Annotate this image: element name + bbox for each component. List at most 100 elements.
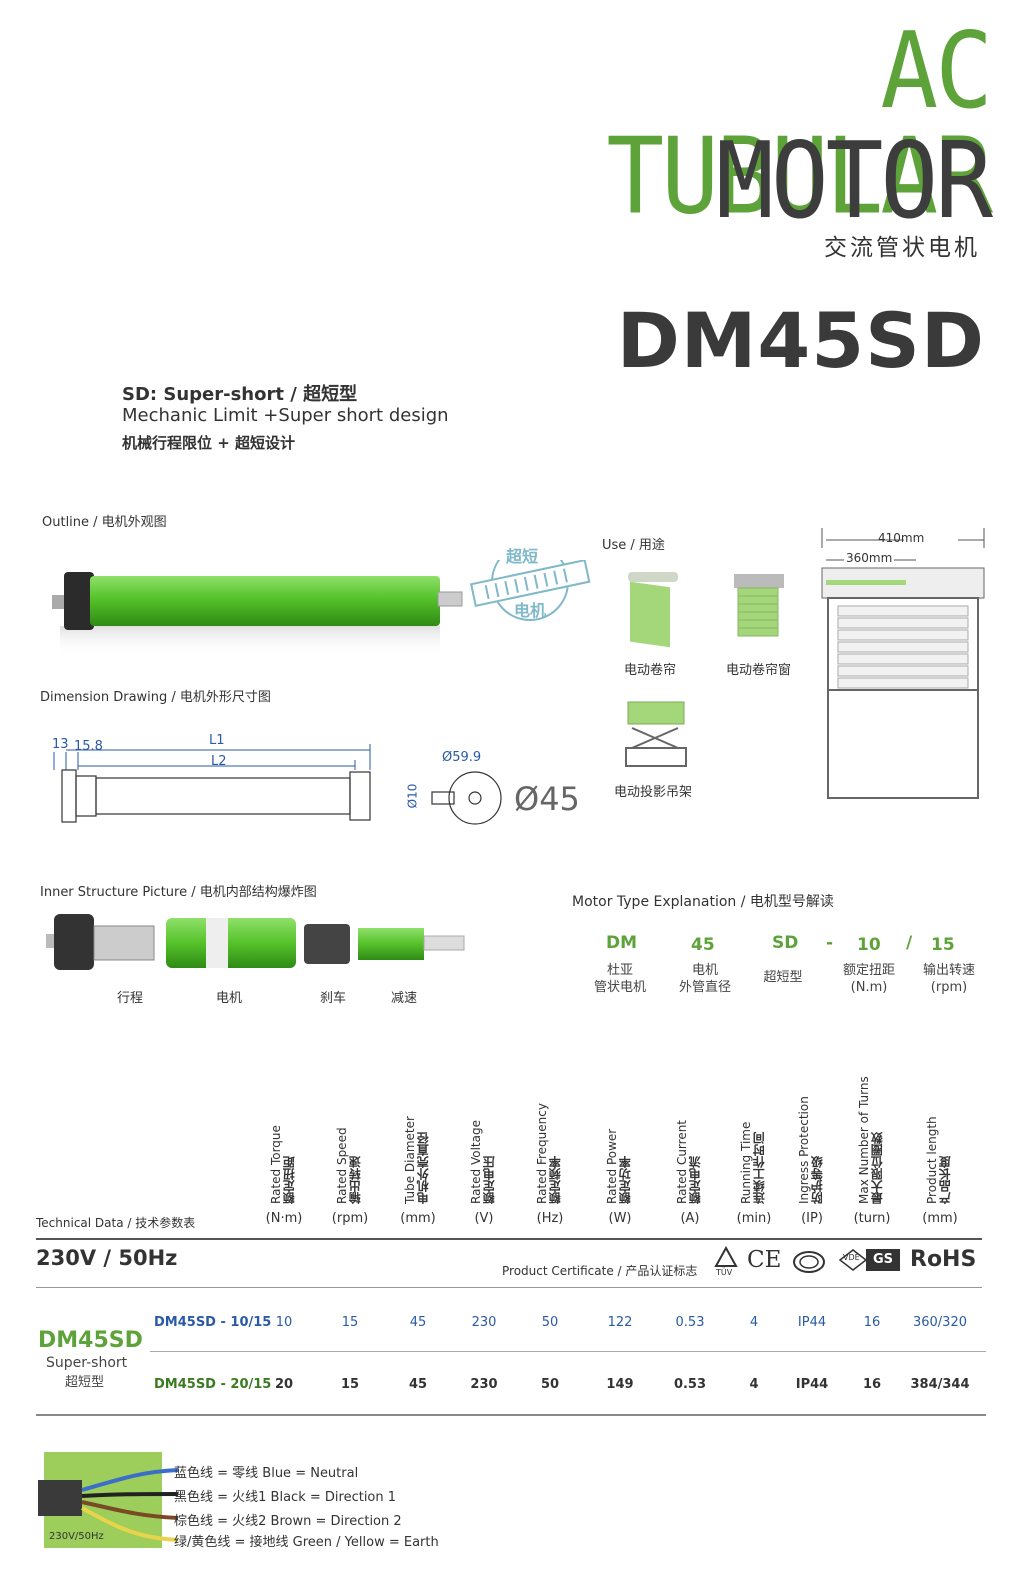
type-code-dash: - (826, 933, 834, 953)
table-top-rule (36, 1238, 982, 1240)
table-cell: 10 (275, 1315, 293, 1330)
table-row-model: DM45SD - 20/15 (154, 1377, 272, 1392)
table-mid-rule (36, 1287, 982, 1288)
table-cell: IP44 (795, 1377, 829, 1392)
type-explain-label: Motor Type Explanation / 电机型号解读 (572, 894, 834, 910)
type-desc-torque: 额定扭距(N.m) (842, 963, 895, 995)
type-code-10: 10 (857, 935, 881, 955)
table-cell: 15 (340, 1377, 360, 1392)
inner-part-gearbox: 减速 (391, 991, 418, 1006)
dim-45: Ø45 (514, 780, 580, 818)
model-title: DM45SD (616, 296, 985, 385)
table-cell: 0.53 (675, 1315, 705, 1330)
dim-15-8: 15.8 (74, 739, 103, 754)
type-code-15: 15 (931, 935, 955, 955)
wire-brown: 棕色线 = 火线2 Brown = Direction 2 (174, 1514, 402, 1529)
title-line-2: MOTOR (716, 119, 993, 243)
table-cell: 384/344 (910, 1377, 970, 1392)
table-cell: 122 (607, 1315, 633, 1330)
table-cell: 230 (470, 1377, 498, 1392)
table-cell: 16 (862, 1377, 882, 1392)
use-item-roller-blind: 电动卷帘 (624, 663, 677, 678)
inner-structure-image (46, 914, 465, 970)
wiring-voltage: 230V/50Hz (49, 1531, 104, 1542)
super-short-badge (470, 560, 591, 621)
dimension-label: Dimension Drawing / 电机外形尺寸图 (40, 690, 271, 705)
wire-green-yellow: 绿/黄色线 = 接地线 Green / Yellow = Earth (174, 1535, 439, 1550)
type-code-45: 45 (691, 935, 715, 955)
use-item-projector-lift: 电动投影吊架 (614, 785, 693, 800)
intro-line-1: SD: Super-short / 超短型 (122, 384, 358, 405)
table-cell: 0.53 (673, 1377, 707, 1392)
dim-410mm: 410mm (878, 531, 925, 545)
voltage-label: 230V / 50Hz (36, 1246, 178, 1270)
projector-lift-image (625, 701, 687, 767)
dim-10: Ø10 (405, 783, 420, 809)
group-sub-en: Super-short (46, 1355, 128, 1371)
use-item-roller-shutter: 电动卷帘窗 (726, 663, 792, 678)
vde-logo-text: VDE (843, 1253, 860, 1262)
title-chinese: 交流管状电机 (824, 235, 980, 261)
wire-black: 黑色线 = 火线1 Black = Direction 1 (174, 1490, 397, 1505)
tech-unit-1: (rpm) (331, 1211, 369, 1226)
table-cell: IP44 (797, 1315, 827, 1330)
group-model: DM45SD (38, 1328, 143, 1353)
dim-l1: L1 (209, 733, 225, 748)
tech-unit-8: (IP) (801, 1211, 823, 1226)
use-label: Use / 用途 (602, 538, 665, 553)
tuv-logo (714, 1246, 738, 1267)
dim-59-9: Ø59.9 (442, 750, 482, 765)
table-row-model: DM45SD - 10/15 (154, 1315, 272, 1330)
roller-blind-image (628, 572, 678, 648)
table-cell: 16 (863, 1315, 881, 1330)
inner-part-brake: 刹车 (320, 991, 347, 1006)
table-cell: 360/320 (912, 1315, 967, 1330)
table-cell: 45 (409, 1315, 427, 1330)
dim-13: 13 (52, 737, 69, 752)
table-cell: 50 (540, 1377, 560, 1392)
type-code-sd: SD (772, 933, 799, 953)
type-code-slash: / (906, 933, 913, 953)
dimension-drawing (53, 744, 502, 825)
tech-unit-3: (V) (474, 1211, 494, 1226)
group-sub-cn: 超短型 (65, 1375, 105, 1390)
table-cell: 4 (749, 1315, 759, 1330)
table-bottom-rule (36, 1414, 986, 1416)
tech-unit-4: (Hz) (536, 1211, 564, 1226)
motor-outline-image (52, 560, 591, 656)
table-cell: 20 (274, 1377, 294, 1392)
certificate-label: Product Certificate / 产品认证标志 (502, 1264, 698, 1278)
title-line-1: AC TUBULAR (606, 9, 993, 238)
inner-part-limit: 行程 (117, 991, 144, 1006)
type-desc-super-short: 超短型 (763, 970, 803, 985)
tech-unit-6: (A) (680, 1211, 700, 1226)
gs-logo: GS (866, 1249, 900, 1271)
dim-l2: L2 (211, 754, 227, 769)
table-cell: 15 (341, 1315, 359, 1330)
badge-bottom-text: 电机 (514, 601, 547, 620)
dim-360mm: 360mm (846, 551, 893, 565)
inner-structure-label: Inner Structure Picture / 电机内部结构爆炸图 (40, 885, 317, 900)
row-divider (150, 1351, 986, 1352)
intro-line-2: Mechanic Limit +Super short design (122, 405, 449, 426)
badge-top-text: 超短 (506, 547, 539, 566)
table-cell: 50 (541, 1315, 559, 1330)
tech-unit-10: (mm) (922, 1211, 958, 1226)
tech-unit-7: (min) (736, 1211, 772, 1226)
outline-label: Outline / 电机外观图 (42, 515, 167, 530)
tech-unit-9: (turn) (853, 1211, 891, 1226)
type-code-dm: DM (606, 933, 638, 953)
rohs-logo: RoHS (910, 1247, 977, 1272)
shutter-window-diagram (821, 528, 985, 799)
type-desc-speed: 输出转速(rpm) (922, 963, 975, 995)
type-desc-brand: 杜亚管状电机 (593, 963, 646, 995)
ccc-logo (793, 1251, 825, 1273)
